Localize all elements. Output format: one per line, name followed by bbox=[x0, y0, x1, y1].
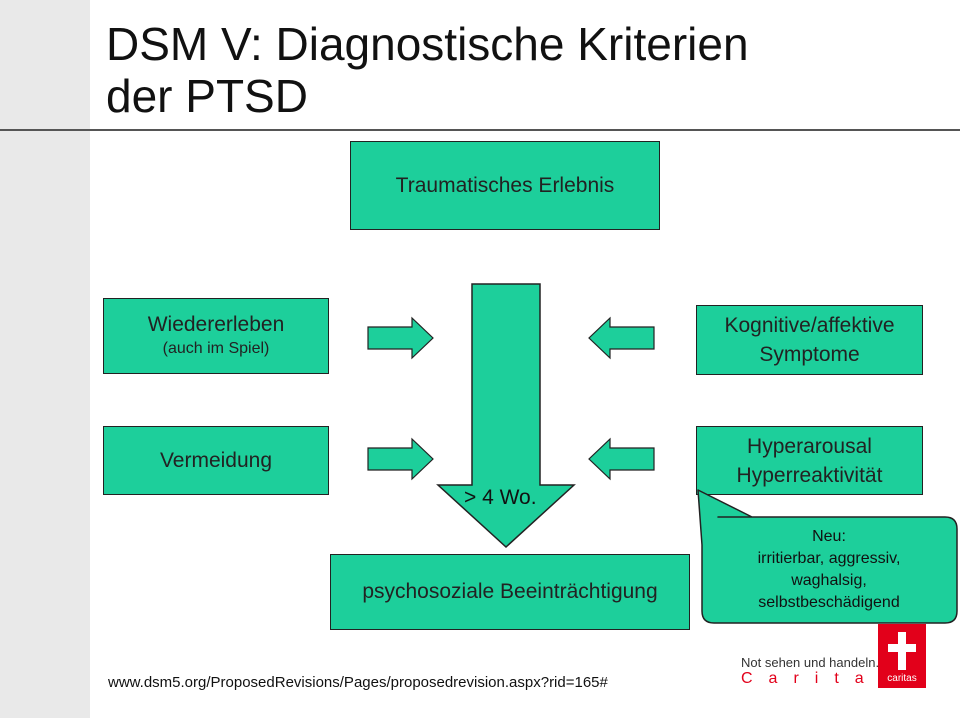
box-kognitiv-line-1: Kognitive/affektive bbox=[724, 314, 895, 337]
callout-line-2: irritierbar, aggressiv, bbox=[757, 550, 901, 567]
title-line-2: der PTSD bbox=[106, 70, 308, 122]
box-hyperarousal: Hyperarousal Hyperreaktivität bbox=[696, 426, 923, 495]
slide-title: DSM V: Diagnostische Kriterien der PTSD bbox=[106, 18, 749, 122]
caritas-wordmark: Caritas bbox=[741, 670, 904, 687]
central-down-arrow bbox=[436, 283, 576, 549]
box-kognitiv-line-2: Symptome bbox=[759, 343, 860, 366]
box-wiedererleben: Wiedererleben (auch im Spiel) bbox=[103, 298, 329, 374]
arrow-from-kognitiv bbox=[588, 316, 655, 360]
box-psychosocial: psychosoziale Beeinträchtigung bbox=[330, 554, 690, 630]
callout-bubble bbox=[697, 489, 958, 624]
box-psychosocial-label: psychosoziale Beeinträchtigung bbox=[362, 580, 658, 603]
callout-line-3: waghalsig, bbox=[791, 572, 867, 589]
callout-line-4: selbstbeschädigend bbox=[758, 594, 900, 611]
left-band bbox=[0, 0, 90, 718]
arrow-from-vermeidung bbox=[367, 437, 434, 481]
box-wiedererleben-label: Wiedererleben bbox=[147, 313, 285, 336]
box-hyper-line-1: Hyperarousal bbox=[747, 434, 872, 458]
arrow-from-wiedererleben bbox=[367, 316, 434, 360]
footer-source-url: www.dsm5.org/ProposedRevisions/Pages/pro… bbox=[108, 674, 608, 691]
caritas-logo: caritas bbox=[878, 624, 926, 688]
callout-text: Neu: irritierbar, aggressiv, waghalsig, … bbox=[702, 518, 956, 622]
box-vermeidung: Vermeidung bbox=[103, 426, 329, 495]
caritas-logo-text: caritas bbox=[887, 673, 917, 684]
caritas-slogan: Not sehen und handeln. bbox=[741, 655, 880, 670]
callout-line-1: Neu: bbox=[812, 528, 846, 545]
title-divider bbox=[0, 129, 960, 131]
box-kognitiv: Kognitive/affektive Symptome bbox=[696, 305, 923, 375]
box-wiedererleben-sublabel: (auch im Spiel) bbox=[162, 340, 270, 357]
arrow-from-hyper bbox=[588, 437, 655, 481]
box-vermeidung-label: Vermeidung bbox=[159, 448, 273, 472]
duration-label: > 4 Wo. bbox=[464, 486, 537, 509]
callout-shape bbox=[697, 489, 958, 624]
caritas-cross-icon bbox=[888, 632, 916, 670]
box-traumatic-event-label: Traumatisches Erlebnis bbox=[395, 173, 615, 197]
box-hyper-line-2: Hyperreaktivität bbox=[736, 463, 883, 487]
title-line-1: DSM V: Diagnostische Kriterien bbox=[106, 18, 749, 70]
box-traumatic-event: Traumatisches Erlebnis bbox=[350, 141, 660, 230]
